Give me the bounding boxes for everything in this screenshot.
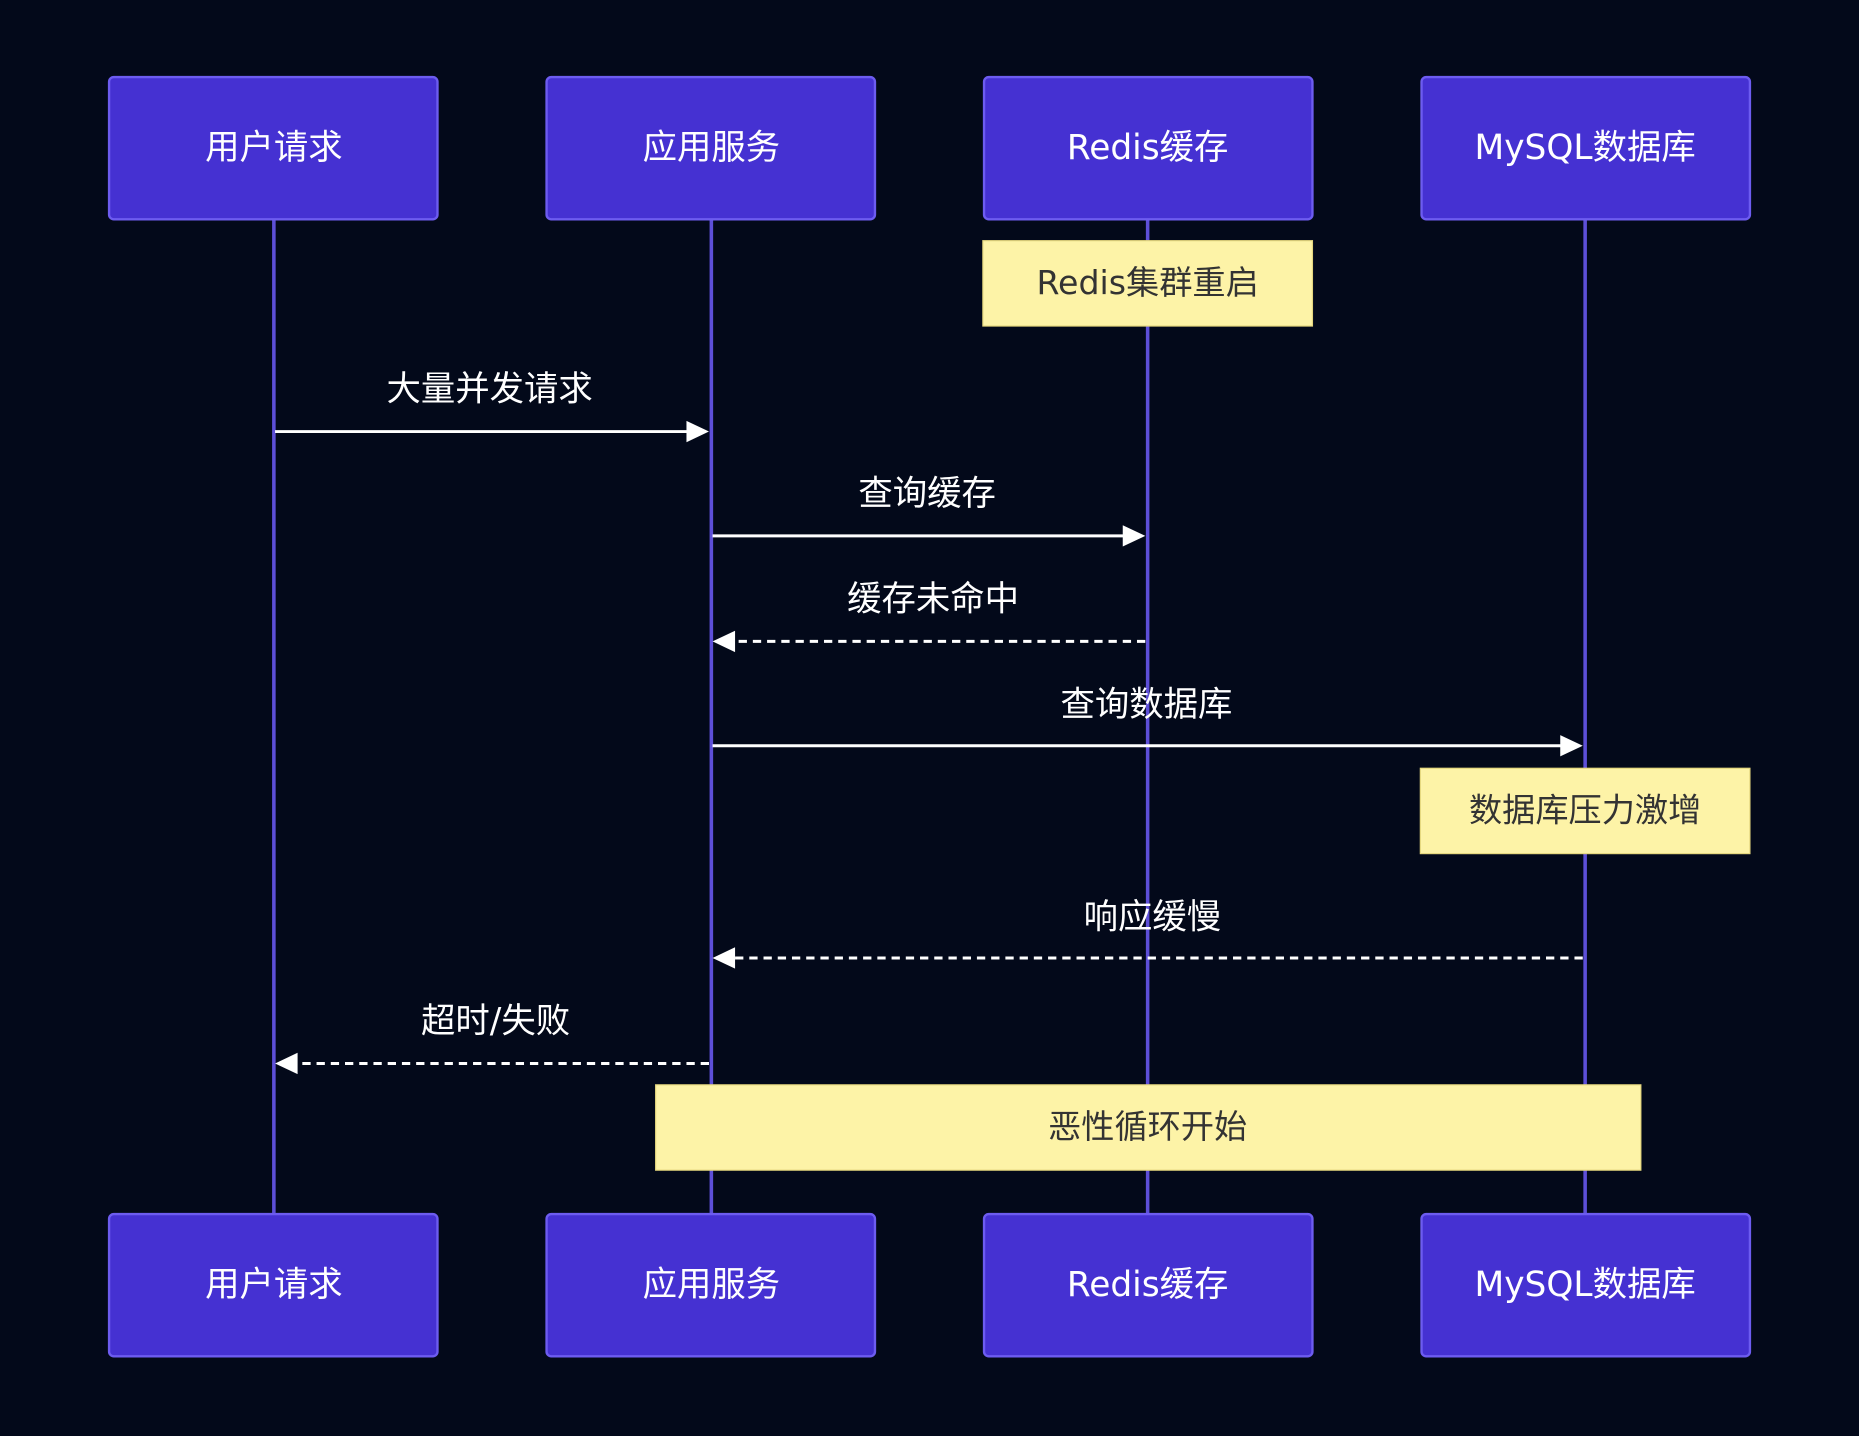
message-query-cache: 查询缓存	[712, 474, 1146, 547]
note-redis-restart: Redis集群重启	[982, 240, 1314, 327]
actor-redis-label: Redis缓存	[1067, 1265, 1229, 1305]
actor-user-label: 用户请求	[205, 128, 343, 168]
arrowhead-right	[1122, 525, 1146, 547]
actor-redis-label: Redis缓存	[1067, 128, 1229, 168]
arrowhead-left	[712, 947, 736, 969]
actor-app-label: 应用服务	[643, 128, 781, 168]
note-vicious-cycle-text: 恶性循环开始	[1048, 1107, 1247, 1146]
message-timeout-failure: 超时/失败	[275, 1002, 709, 1075]
actor-mysql-label: MySQL数据库	[1475, 128, 1696, 168]
message-query-database-label: 查询数据库	[1061, 685, 1233, 725]
arrowhead-left	[712, 630, 736, 653]
actor-mysql-bottom: MySQL数据库	[1420, 1212, 1752, 1358]
message-cache-miss: 缓存未命中	[712, 580, 1146, 653]
note-db-pressure: 数据库压力激增	[1419, 767, 1751, 855]
message-slow-response-label: 响应缓慢	[1084, 897, 1222, 937]
note-vicious-cycle: 恶性循环开始	[655, 1084, 1642, 1171]
arrowhead-left	[275, 1052, 298, 1075]
arrowhead-right	[1560, 735, 1583, 757]
actors-top: 用户请求 应用服务 Redis缓存 MySQL数据库	[107, 75, 1752, 221]
lifelines	[272, 219, 1587, 1215]
actor-user-top: 用户请求	[107, 75, 439, 221]
message-query-database: 查询数据库	[712, 685, 1583, 757]
actor-redis-top: Redis缓存	[982, 75, 1314, 221]
message-concurrent-requests: 大量并发请求	[275, 370, 709, 443]
actor-mysql-top: MySQL数据库	[1420, 75, 1752, 221]
message-cache-miss-label: 缓存未命中	[847, 580, 1019, 620]
actor-user-label: 用户请求	[205, 1265, 343, 1305]
note-redis-restart-text: Redis集群重启	[1036, 263, 1258, 302]
note-db-pressure-text: 数据库压力激增	[1469, 791, 1701, 830]
actor-app-top: 应用服务	[545, 75, 877, 221]
actors-bottom: 用户请求 应用服务 Redis缓存 MySQL数据库	[107, 1212, 1752, 1358]
actor-app-bottom: 应用服务	[545, 1212, 877, 1358]
message-query-cache-label: 查询缓存	[858, 474, 996, 514]
message-concurrent-requests-label: 大量并发请求	[387, 370, 593, 410]
actor-app-label: 应用服务	[643, 1265, 781, 1305]
actor-redis-bottom: Redis缓存	[982, 1212, 1314, 1358]
message-slow-response: 响应缓慢	[712, 897, 1583, 969]
arrowhead-right	[686, 420, 709, 443]
message-timeout-failure-label: 超时/失败	[421, 1002, 570, 1042]
actor-mysql-label: MySQL数据库	[1475, 1265, 1696, 1305]
actor-user-bottom: 用户请求	[107, 1212, 439, 1358]
